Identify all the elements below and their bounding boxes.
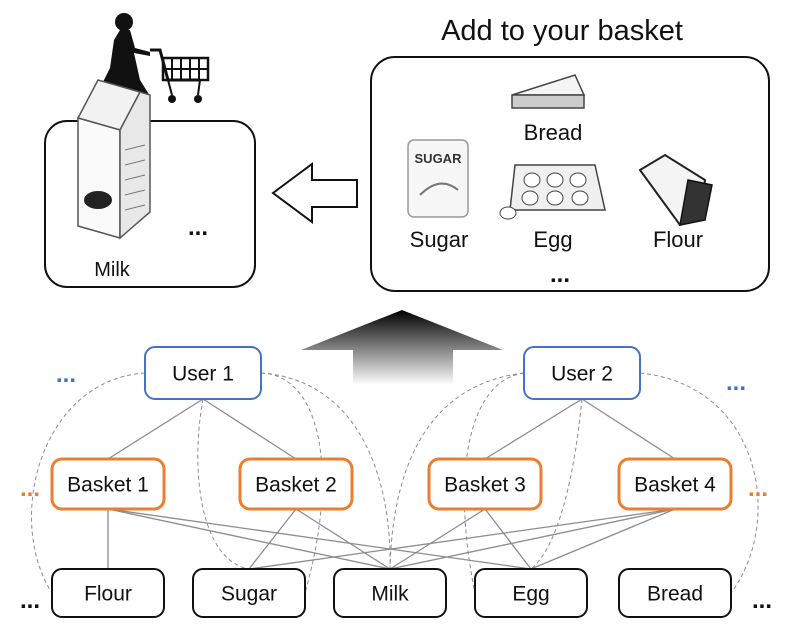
- basket-node-basket-3: Basket 3: [427, 457, 543, 511]
- product-row-ellipsis-left: ...: [20, 587, 40, 614]
- tree-edge: [581, 398, 676, 460]
- milk-carton-icon: [76, 79, 151, 240]
- basket-node-basket-4-label: Basket 4: [634, 474, 716, 497]
- tree-edge: [484, 398, 583, 460]
- tree-edge: [107, 398, 204, 460]
- user-node-user-1: User 1: [144, 346, 262, 400]
- bread-icon: [511, 74, 586, 109]
- tree-edge: [248, 508, 297, 570]
- tree-edge: [248, 508, 676, 570]
- tree-edge: [530, 508, 676, 570]
- title: Add to your basket: [441, 15, 683, 47]
- egg-label: Egg: [533, 227, 572, 252]
- product-node-flour: Flour: [51, 568, 165, 618]
- catalog-more-ellipsis: ...: [550, 261, 570, 288]
- basket-node-basket-3-box: [427, 457, 543, 511]
- tree-edge: [202, 398, 297, 460]
- basket-node-basket-4-box: [617, 457, 733, 511]
- basket-node-basket-2-box: [238, 457, 354, 511]
- tree-edge: [295, 508, 391, 570]
- product-node-egg-box: [474, 568, 588, 618]
- user-product-dashed-edge: [389, 372, 525, 570]
- basket-row-ellipsis-right: ...: [748, 475, 768, 502]
- product-node-bread-box: [618, 568, 732, 618]
- basket-more-ellipsis: ...: [188, 214, 208, 241]
- user-product-dashed-edge: [31, 372, 146, 594]
- user-node-user-2-box: [523, 346, 641, 400]
- user-row-ellipsis-right: ...: [726, 369, 746, 396]
- basket-node-basket-2-label: Basket 2: [255, 474, 337, 497]
- tree-edge: [389, 508, 486, 570]
- user-product-dashed-edge: [260, 372, 323, 594]
- tree-edge: [107, 508, 532, 570]
- basket-node-basket-2: Basket 2: [238, 457, 354, 511]
- product-node-bread-label: Bread: [647, 583, 703, 606]
- user-product-dashed-edge: [260, 372, 391, 570]
- node-layer: User 1 User 2 Basket 1 Basket 2 Basket 3 Bask…: [20, 346, 772, 618]
- edge-layer: [31, 372, 759, 594]
- product-node-milk-label: Milk: [371, 583, 409, 606]
- product-row-ellipsis-right: ...: [752, 587, 772, 614]
- basket-node-basket-1-box: [50, 457, 166, 511]
- left-arrow-icon: [271, 162, 358, 224]
- product-node-flour-box: [51, 568, 165, 618]
- product-node-milk-box: [333, 568, 447, 618]
- basket-row-ellipsis-left: ...: [20, 475, 40, 502]
- shopper-icon: [94, 13, 210, 106]
- bread-label: Bread: [524, 120, 583, 145]
- svg-text:SUGAR: SUGAR: [415, 151, 463, 166]
- basket-node-basket-3-label: Basket 3: [444, 474, 526, 497]
- product-node-sugar-box: [192, 568, 306, 618]
- up-arrow-icon: [301, 310, 503, 385]
- user-product-dashed-edge: [463, 372, 525, 594]
- sugar-bag-icon: SUGAR: [407, 139, 469, 218]
- user-node-user-2: User 2: [523, 346, 641, 400]
- product-node-egg: Egg: [474, 568, 588, 618]
- flour-bag-icon: [638, 153, 713, 227]
- product-node-flour-label: Flour: [84, 583, 132, 606]
- product-node-sugar-label: Sugar: [221, 583, 277, 606]
- user-node-user-1-label: User 1: [172, 363, 234, 386]
- tree-edge: [389, 508, 676, 570]
- product-node-milk: Milk: [333, 568, 447, 618]
- user-product-dashed-edge: [197, 398, 250, 570]
- user-node-user-2-label: User 2: [551, 363, 613, 386]
- egg-carton-icon: [499, 164, 606, 220]
- user-node-user-1-box: [144, 346, 262, 400]
- basket-node-basket-4: Basket 4: [617, 457, 733, 511]
- tree-edge: [484, 508, 532, 570]
- user-row-ellipsis-left: ...: [56, 361, 76, 388]
- flour-label: Flour: [653, 227, 703, 252]
- product-node-sugar: Sugar: [192, 568, 306, 618]
- basket-node-basket-1: Basket 1: [50, 457, 166, 511]
- product-node-bread: Bread: [618, 568, 732, 618]
- basket-node-basket-1-label: Basket 1: [67, 474, 149, 497]
- sugar-label: Sugar: [410, 227, 469, 252]
- user-product-dashed-edge: [639, 372, 759, 594]
- milk-label: Milk: [94, 259, 131, 281]
- product-node-egg-label: Egg: [512, 583, 549, 606]
- tree-edge: [107, 508, 391, 570]
